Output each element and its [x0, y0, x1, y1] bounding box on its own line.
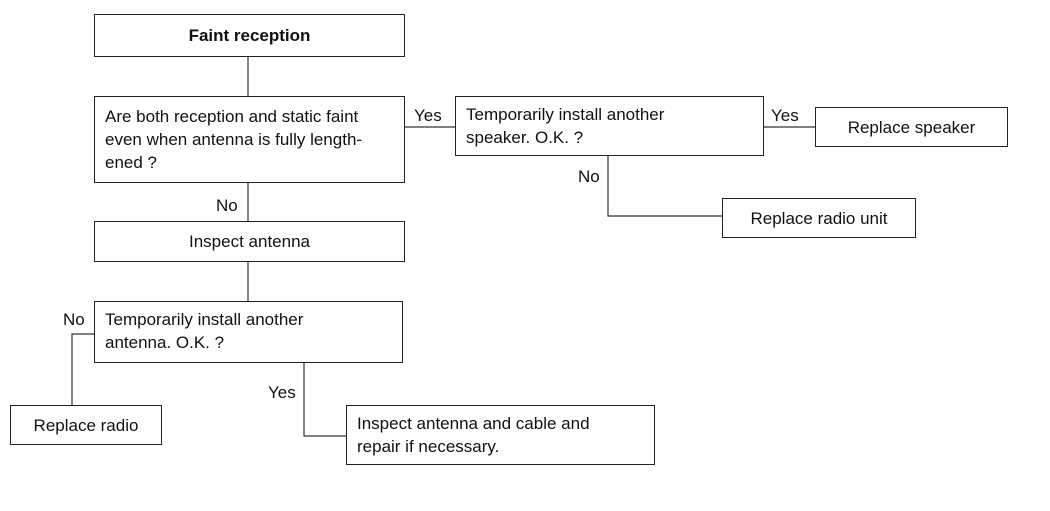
start-node-label: Faint reception: [188, 26, 311, 45]
decision-speaker-line-1: Temporarily install another: [466, 105, 665, 124]
edge-label-yes-to-speaker-test: Yes: [414, 106, 442, 125]
decision-speaker-line-2: speaker. O.K. ?: [466, 128, 584, 147]
decision-static-line-1: Are both reception and static faint: [105, 107, 359, 126]
decision-static-line-3: ened ?: [105, 153, 157, 172]
action-replace-speaker: Replace speaker: [815, 107, 1008, 147]
edge-label-yes-to-replace-speaker: Yes: [771, 106, 799, 125]
repair-line-1: Inspect antenna and cable and: [357, 414, 590, 433]
inspect-antenna-label: Inspect antenna: [189, 232, 310, 251]
action-replace-radio: Replace radio: [10, 405, 162, 445]
decision-install-another-speaker: Temporarily install another speaker. O.K…: [455, 96, 764, 156]
decision-install-another-antenna: Temporarily install another antenna. O.K…: [94, 301, 403, 363]
edge-label-no-to-inspect-antenna: No: [216, 196, 238, 215]
replace-radio-unit-label: Replace radio unit: [750, 208, 888, 228]
action-inspect-antenna-and-cable: Inspect antenna and cable and repair if …: [346, 405, 655, 465]
edge-label-no-to-replace-radio: No: [63, 310, 85, 329]
start-node-faint-reception: Faint reception: [94, 14, 405, 57]
connector-antenna-test-to-repair: [303, 363, 346, 437]
edge-label-no-to-replace-radio-unit: No: [578, 167, 600, 186]
decision-antenna-line-1: Temporarily install another: [105, 310, 304, 329]
repair-line-2: repair if necessary.: [357, 437, 500, 456]
decision-static-line-2: even when antenna is fully length-: [105, 130, 363, 149]
decision-antenna-line-2: antenna. O.K. ?: [105, 333, 225, 352]
replace-radio-label: Replace radio: [33, 415, 139, 435]
action-inspect-antenna: Inspect antenna: [94, 221, 405, 262]
edge-label-yes-to-repair: Yes: [268, 383, 296, 402]
connector-speaker-test-to-replace-radio-unit: [607, 156, 722, 217]
action-replace-radio-unit: Replace radio unit: [722, 198, 916, 238]
decision-reception-and-static-faint: Are both reception and static faint even…: [94, 96, 405, 183]
replace-speaker-label: Replace speaker: [847, 117, 976, 137]
connector-antenna-test-to-replace-radio: [71, 333, 94, 405]
